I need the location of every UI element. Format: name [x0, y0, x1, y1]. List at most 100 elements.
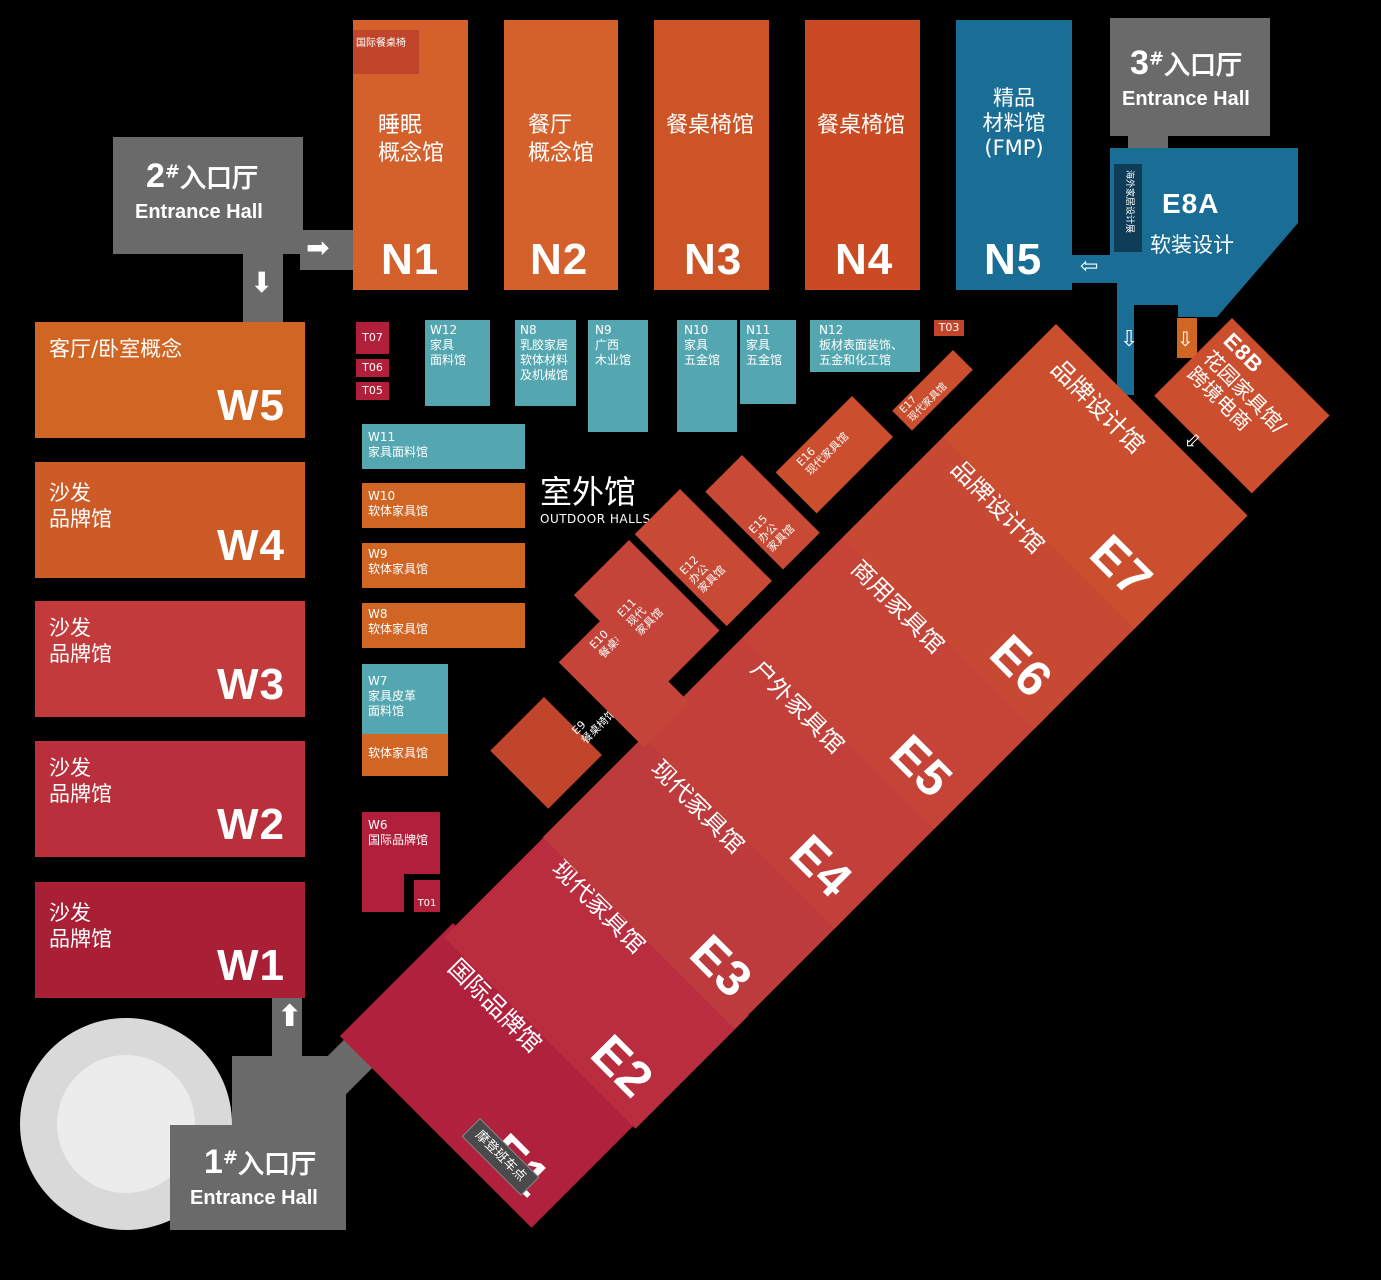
entrance-hall-3[interactable]: 3#入口厅 Entrance Hall [1110, 18, 1270, 136]
entrance-3-number: 3 [1130, 44, 1149, 82]
hall-n2[interactable]: 餐厅 概念馆 N2 [504, 20, 618, 290]
tag-t01[interactable]: T01 [414, 880, 440, 912]
hall-e17-label: E17 现代家具馆 [897, 381, 950, 425]
hall-e8a-name: 软装设计 [1150, 233, 1234, 257]
hall-w2[interactable]: 沙发 品牌馆 W2 [35, 741, 305, 857]
hall-n4-code: N4 [835, 235, 894, 284]
hall-n1-name: 睡眠 概念馆 [378, 113, 445, 166]
entrance-1-number: 1 [204, 1143, 223, 1181]
hall-w4-name: 沙发 品牌馆 [49, 481, 112, 532]
hall-n2-name: 餐厅 概念馆 [528, 113, 595, 166]
hall-n11[interactable]: N11 家具 五金馆 [740, 320, 796, 404]
hall-n3-code: N3 [684, 235, 743, 284]
hall-w12[interactable]: W12 家具 面料馆 [425, 320, 490, 406]
hall-w4-code: W4 [217, 521, 285, 570]
entrance-1-zh: 入口厅 [238, 1150, 317, 1180]
hall-w10[interactable]: W10 软体家具馆 [362, 483, 525, 528]
outdoor-halls-zh: 室外馆 [540, 473, 637, 511]
hall-n12-label: N12 板材表面装饰、 五金和化工馆 [819, 323, 904, 367]
arrow-down-icon: ⬇ [250, 266, 274, 299]
entrance-2-en: Entrance Hall [135, 201, 263, 223]
entrance-2-zh: 入口厅 [180, 164, 259, 194]
hall-w1-code: W1 [217, 941, 285, 990]
hall-n10-label: N10 家具 五金馆 [684, 323, 721, 367]
e8b-down-arrow-icon: ⇩ [1177, 327, 1194, 351]
hall-w1-name: 沙发 品牌馆 [49, 901, 112, 952]
tag-t05[interactable]: T05 [356, 382, 389, 400]
e8a-down-arrow-icon: ⇩ [1120, 327, 1139, 352]
tag-t03[interactable]: T03 [934, 320, 964, 336]
hall-w10-label: W10 软体家具馆 [368, 489, 429, 518]
n1-subtag[interactable]: 国际餐桌椅 [353, 30, 419, 74]
n1-subtag-label: 国际餐桌椅 [356, 38, 406, 49]
entrance-2-number: 2 [146, 157, 165, 195]
hall-n3[interactable]: 餐桌椅馆 N3 [654, 20, 769, 290]
hall-w8[interactable]: W8 软体家具馆 [362, 603, 525, 648]
hall-w9[interactable]: W9 软体家具馆 [362, 543, 525, 588]
entrance-hall-1[interactable]: 1#入口厅 Entrance Hall [170, 1125, 346, 1230]
hall-w6-label: W6 国际品牌馆 [368, 818, 429, 847]
outdoor-halls-en: OUTDOOR HALLS [540, 512, 651, 526]
hall-n8-label: N8 乳胶家居 软体材料 及机械馆 [520, 323, 569, 382]
hall-n10[interactable]: N10 家具 五金馆 [677, 320, 737, 432]
hall-n4[interactable]: 餐桌椅馆 N4 [805, 20, 920, 290]
hall-w5-code: W5 [217, 381, 285, 430]
entrance-3-zh: 入口厅 [1164, 51, 1243, 81]
hall-w3-name: 沙发 品牌馆 [49, 616, 112, 667]
arrow-up-icon: ⬆ [277, 999, 303, 1034]
hall-n5-name: 精品 材料馆 (FMP) [982, 86, 1046, 161]
hall-w7[interactable]: W7 家具皮革 面料馆 [362, 664, 448, 734]
hall-e12-label: E12 办公 家具馆 [677, 553, 729, 596]
hall-w2-name: 沙发 品牌馆 [49, 756, 112, 807]
hall-n9-label: N9 广西 木业馆 [595, 323, 632, 367]
hall-w7-label: W7 家具皮革 面料馆 [368, 674, 417, 718]
hall-e8a-code: E8A [1162, 188, 1220, 219]
hall-w12-label: W12 家具 面料馆 [430, 323, 467, 367]
hall-e16[interactable]: E16 现代家具馆 [775, 396, 894, 514]
hall-w3[interactable]: 沙发 品牌馆 W3 [35, 601, 305, 717]
e8b-connector [1177, 318, 1197, 358]
hall-e11-label: E11 现代 家具馆 [614, 595, 666, 639]
hall-e9[interactable]: E9 餐桌椅馆 [490, 697, 619, 809]
hall-n8[interactable]: N8 乳胶家居 软体材料 及机械馆 [515, 320, 576, 406]
hall-n12[interactable]: N12 板材表面装饰、 五金和化工馆 [810, 320, 920, 372]
hall-w5-name: 客厅/卧室概念 [49, 337, 183, 361]
hall-e15-label: E15 办公 家具馆 [746, 512, 798, 555]
hall-n1[interactable]: 国际餐桌椅 睡眠 概念馆 N1 [353, 20, 468, 290]
hall-n5[interactable]: 精品 材料馆 (FMP) N5 [956, 20, 1072, 290]
hall-e8a[interactable]: 海外家居设计展 E8A 软装设计 [1112, 150, 1297, 285]
entrance-2-hash: # [164, 161, 181, 183]
hall-w4[interactable]: 沙发 品牌馆 W4 [35, 462, 305, 578]
tag-t07[interactable]: T07 [356, 322, 389, 354]
hall-w7-lower[interactable]: 软体家具馆 [362, 734, 448, 776]
entrance-1-corridor-up [272, 998, 302, 1058]
hall-w11[interactable]: W11 家具面料馆 [362, 424, 525, 469]
entrance-3-hash: # [1148, 48, 1165, 70]
hall-n9[interactable]: N9 广西 木业馆 [588, 320, 648, 432]
entrance-2-corridor-down [243, 250, 283, 322]
tag-t06[interactable]: T06 [356, 359, 389, 377]
hall-w7-lower-label: 软体家具馆 [368, 746, 429, 760]
hall-w8-label: W8 软体家具馆 [368, 607, 429, 636]
hall-w2-code: W2 [217, 800, 285, 849]
hall-n5-code: N5 [984, 235, 1043, 284]
entrance-hall-2[interactable]: 2#入口厅 Entrance Hall [113, 137, 303, 254]
e8a-side-label: 海外家居设计展 [1124, 170, 1134, 234]
entrance-3-en: Entrance Hall [1122, 88, 1250, 110]
arrow-right-icon: ➡ [306, 231, 330, 264]
hall-n3-name: 餐桌椅馆 [666, 113, 755, 138]
hall-n11-label: N11 家具 五金馆 [746, 323, 783, 367]
hall-w9-label: W9 软体家具馆 [368, 547, 429, 576]
hall-w3-code: W3 [217, 660, 285, 709]
hall-n2-code: N2 [530, 235, 589, 284]
hall-n4-name: 餐桌椅馆 [817, 113, 906, 138]
hall-e16-label: E16 现代家具馆 [794, 429, 852, 479]
entrance-1-hash: # [222, 1147, 239, 1169]
entrance-1-en: Entrance Hall [190, 1187, 318, 1209]
e8a-side-panel: 海外家居设计展 [1114, 164, 1142, 252]
hall-n1-code: N1 [381, 235, 440, 284]
hall-w11-label: W11 家具面料馆 [368, 430, 429, 459]
hall-w1[interactable]: 沙发 品牌馆 W1 [35, 882, 305, 998]
hall-w5[interactable]: 客厅/卧室概念 W5 [35, 322, 305, 438]
